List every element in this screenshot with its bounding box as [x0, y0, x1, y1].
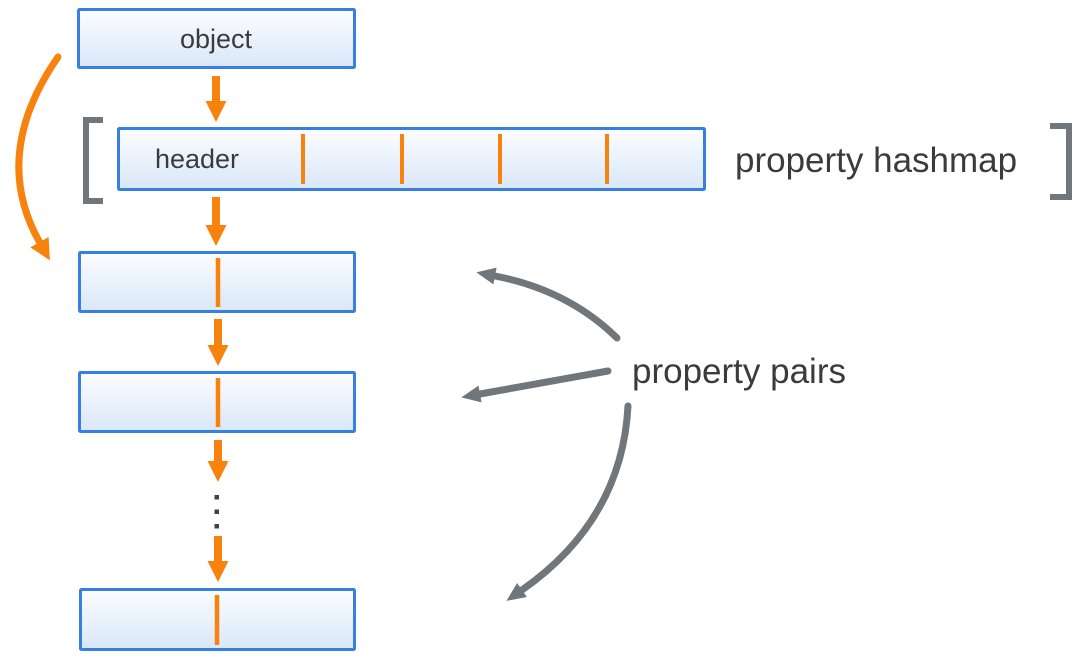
- property-pairs-group: property pairs: [461, 267, 846, 601]
- object-box: [77, 8, 356, 69]
- ellipsis-dots: [214, 495, 219, 529]
- hashmap-header-label: header: [155, 144, 239, 174]
- property-pair-box-1: [78, 251, 356, 313]
- gray-arrow-to-pair-last: [506, 402, 632, 601]
- property-pair-box-2: [78, 371, 356, 433]
- left-bracket: [83, 117, 103, 204]
- right-bracket: [1050, 123, 1072, 200]
- ellipsis-dot: [214, 495, 219, 500]
- ellipsis-dot: [214, 509, 219, 514]
- object-node: object: [77, 8, 356, 69]
- property-hashmap-group: header property hashmap: [83, 117, 1072, 204]
- ellipsis-dot: [214, 524, 219, 529]
- object-box-label: object: [180, 24, 253, 54]
- property-pairs-label: property pairs: [632, 352, 846, 391]
- property-pair-box-3: [79, 588, 356, 651]
- property-hashmap-label: property hashmap: [735, 141, 1017, 180]
- gray-arrow-to-pair2: [461, 367, 612, 403]
- curved-arrow-object-to-pairs: [15, 53, 62, 261]
- hashmap-box: [117, 127, 706, 191]
- gray-arrow-to-pair1: [476, 267, 621, 342]
